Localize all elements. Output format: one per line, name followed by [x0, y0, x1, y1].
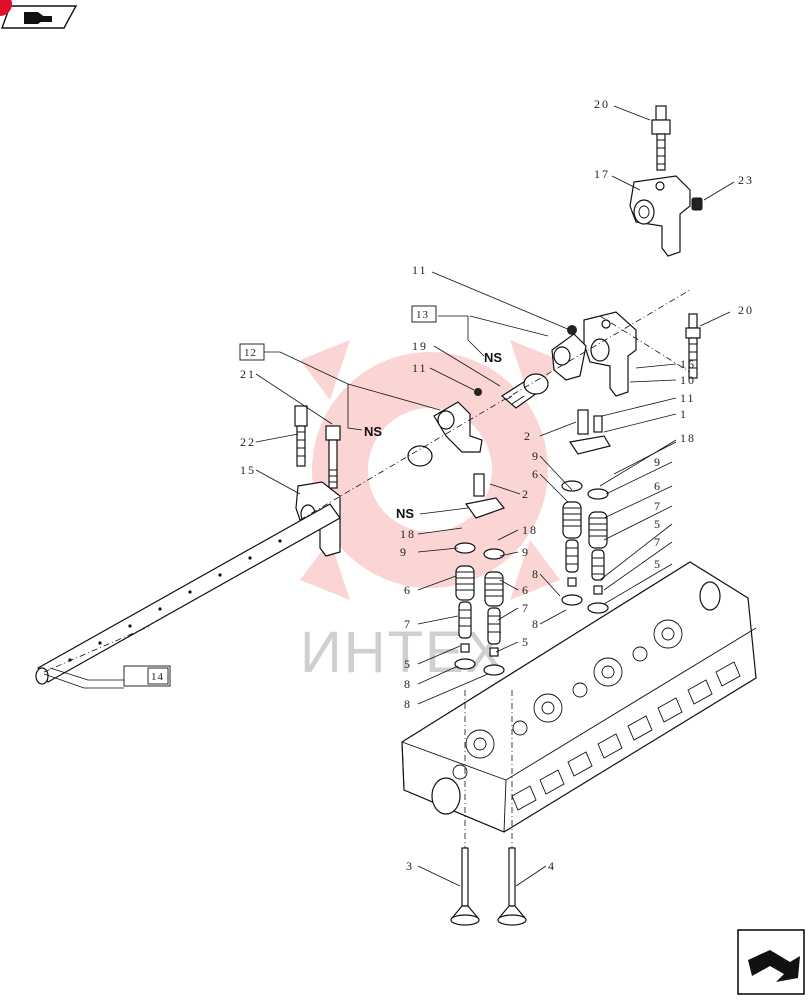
ns-label-right: NS — [484, 350, 502, 365]
callout-6-mid: 6 — [522, 583, 530, 597]
callout-6-left: 6 — [404, 583, 412, 597]
callout-9-left: 9 — [400, 545, 408, 559]
callout-8-left-b: 8 — [404, 697, 412, 711]
callout-7-right-a: 7 — [654, 499, 662, 513]
callout-18-right: 18 — [680, 431, 696, 445]
nut-part-11a — [567, 325, 577, 335]
callout-box-12: 12 — [239, 343, 265, 361]
valve-part-4 — [497, 847, 527, 926]
callout-7-right-b: 7 — [654, 535, 662, 549]
callout-6-right-b: 6 — [654, 479, 662, 493]
callout-1: 1 — [680, 407, 688, 421]
callout-2-right: 2 — [524, 429, 532, 443]
callout-20-right: 20 — [738, 303, 754, 317]
valve-bridge-right — [568, 409, 611, 455]
callout-18-mid: 18 — [522, 523, 538, 537]
spring-stack-3 — [561, 480, 583, 606]
bushing-ns-left — [407, 445, 433, 467]
valve-bridge-left — [464, 473, 505, 519]
callout-10: 10 — [680, 373, 696, 387]
callout-8-right-b: 8 — [532, 617, 540, 631]
callout-18-left: 18 — [400, 527, 416, 541]
rocker-shaft-part-14 — [35, 503, 341, 685]
notification-dot — [0, 0, 12, 16]
callout-5-left: 5 — [404, 657, 412, 671]
nav-back-button[interactable] — [0, 0, 78, 29]
callout-7-mid: 7 — [522, 601, 530, 615]
bushing-ns-right — [523, 373, 549, 395]
callout-5-right-a: 5 — [654, 517, 662, 531]
spring-stack-4 — [587, 488, 609, 614]
nav-forward-button[interactable] — [737, 929, 805, 995]
support-part-17 — [629, 175, 691, 257]
callout-11-top: 11 — [412, 263, 428, 277]
spring-stack-1 — [454, 542, 476, 670]
axis-lines-valves — [464, 690, 513, 848]
ns-label-left: NS — [364, 424, 382, 439]
bolt-part-21 — [325, 425, 341, 489]
watermark-logo — [300, 340, 560, 600]
callout-3: 3 — [406, 859, 414, 873]
svg-text:14: 14 — [151, 671, 164, 683]
callout-21: 21 — [240, 367, 256, 381]
arrow-back-icon — [24, 12, 52, 24]
leader-lines — [43, 105, 735, 887]
axis-line-right — [599, 315, 691, 373]
valve-part-3 — [450, 847, 480, 926]
cylinder-head — [401, 561, 757, 833]
rocker-arm-part-13 — [551, 325, 587, 381]
callout-7-left: 7 — [404, 617, 412, 631]
callout-9-right-b: 9 — [654, 455, 662, 469]
callout-8-right-a: 8 — [532, 567, 540, 581]
callout-15: 15 — [240, 463, 256, 477]
callout-11-right: 11 — [680, 391, 696, 405]
ns-label-bridge: NS — [396, 506, 414, 521]
callout-6-right-a: 6 — [532, 467, 540, 481]
callout-box-14: 14 — [123, 665, 171, 687]
bolt-part-22 — [294, 405, 308, 467]
callout-9-right-a: 9 — [532, 449, 540, 463]
callout-22: 22 — [240, 435, 256, 449]
bolt-part-20-right — [685, 313, 701, 379]
spring-stack-2 — [483, 548, 505, 676]
callout-8-left-a: 8 — [404, 677, 412, 691]
screw-part-23 — [691, 197, 703, 211]
callout-4: 4 — [548, 859, 556, 873]
nut-part-11b — [474, 388, 482, 396]
bolt-part-20-top — [651, 105, 671, 171]
arrow-forward-icon — [748, 950, 800, 982]
callout-19: 19 — [412, 339, 428, 353]
callout-5-right-b: 5 — [654, 557, 662, 571]
callout-9-mid: 9 — [522, 545, 530, 559]
callout-23: 23 — [738, 173, 754, 187]
callout-box-13: 13 — [411, 305, 437, 323]
callout-11-mid: 11 — [412, 361, 428, 375]
callout-17: 17 — [594, 167, 610, 181]
callout-2-left: 2 — [522, 487, 530, 501]
axis-line-shaft — [43, 625, 151, 673]
support-part-16 — [583, 311, 637, 397]
callout-16: 16 — [680, 357, 696, 371]
svg-text:12: 12 — [244, 347, 257, 359]
axis-line-main — [299, 289, 691, 521]
svg-text:13: 13 — [416, 309, 429, 321]
callout-20-top: 20 — [594, 97, 610, 111]
callout-5-mid: 5 — [522, 635, 530, 649]
